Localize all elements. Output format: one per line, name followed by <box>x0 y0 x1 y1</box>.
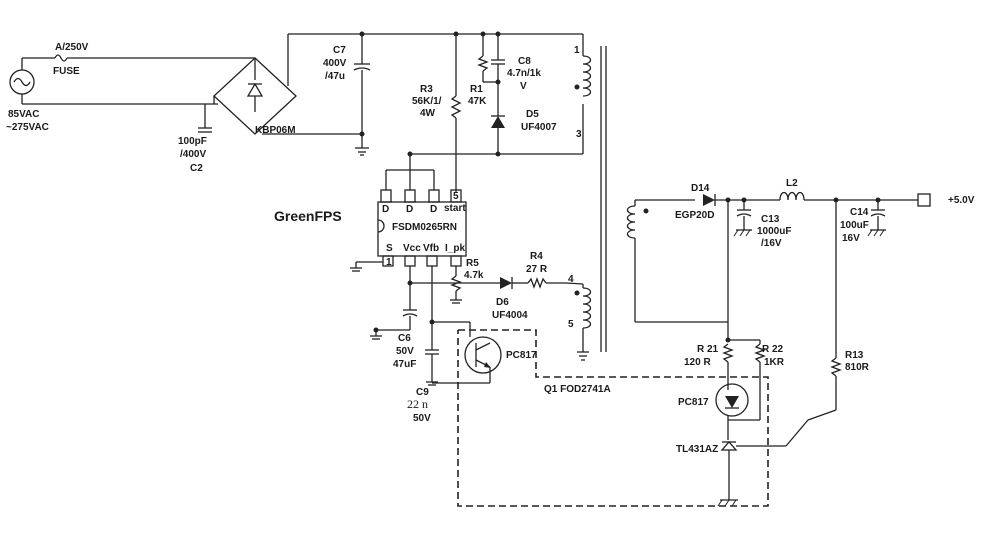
ic-pin-d3-label: D <box>430 204 437 215</box>
d6-part-label: UF4004 <box>492 310 528 321</box>
c13-name-label: C13 <box>761 214 780 225</box>
c9-voltage-label: 50V <box>413 413 431 424</box>
transformer-pin-5: 5 <box>568 319 574 330</box>
opto-isolation-boundary <box>457 329 769 507</box>
c6-name-label: C6 <box>398 333 411 344</box>
pc817-primary-label: PC817 <box>506 350 537 361</box>
r1-name-label: R1 <box>470 84 483 95</box>
resistor-r3 <box>450 34 462 192</box>
capacitor-c13 <box>733 200 752 237</box>
ic-body <box>377 201 467 257</box>
pc817-secondary-label: PC817 <box>678 397 709 408</box>
r3-value-label: 56K/1/ <box>412 96 442 107</box>
c7-name-label: C7 <box>333 45 346 56</box>
diode-d6-r4 <box>500 277 584 289</box>
capacitor-c7 <box>353 34 371 156</box>
d14-part-label: EGP20D <box>675 210 714 221</box>
hv-rail <box>359 31 584 56</box>
r3-name-label: R3 <box>420 84 433 95</box>
ic-pin-start-label: start <box>444 203 466 214</box>
r4-name-label: R4 <box>530 251 543 262</box>
r22-value-label: 1KR <box>764 357 785 368</box>
bridge-label: KBP06M <box>255 125 296 136</box>
c14-voltage-label: 16V <box>842 233 860 244</box>
inductor-l2 <box>779 191 918 203</box>
l2-label: L2 <box>786 178 798 189</box>
greenfps-label: GreenFPS <box>274 208 342 224</box>
resistor-r5 <box>450 266 462 304</box>
fuse-rating-label: A/250V <box>55 42 89 53</box>
c2-rating-label: /400V <box>180 149 206 160</box>
optocoupler-transistor <box>432 322 502 384</box>
vfb-network <box>425 266 470 386</box>
output-voltage-label: +5.0V <box>948 195 975 206</box>
fuse <box>54 54 240 105</box>
c8-name-label: C8 <box>518 56 531 67</box>
transformer-core <box>600 46 607 352</box>
c13-voltage-label: /16V <box>761 238 782 249</box>
r13-value-label: 810R <box>845 362 870 373</box>
transformer-aux <box>574 284 592 361</box>
d6-name-label: D6 <box>496 297 509 308</box>
q1-label: Q1 FOD2741A <box>544 384 611 395</box>
d5-part-label: UF4007 <box>521 122 557 133</box>
c6-value-label: 47uF <box>393 359 416 370</box>
transformer-secondary <box>626 199 728 323</box>
fuse-label: FUSE <box>53 66 80 77</box>
r13-name-label: R13 <box>845 350 864 361</box>
c8-value-label: 4.7n/1k <box>507 68 541 79</box>
snubber-r1-c8 <box>477 34 505 116</box>
ic-pin-d1-label: D <box>382 204 389 215</box>
r5-value-label: 4.7k <box>464 270 484 281</box>
transformer-pin-3: 3 <box>576 129 582 140</box>
r5-name-label: R5 <box>466 258 479 269</box>
transformer-pin-4: 4 <box>568 274 574 285</box>
capacitor-c14 <box>867 200 886 237</box>
diode-d14 <box>703 194 780 206</box>
r1-value-label: 47K <box>468 96 487 107</box>
drain-node <box>385 104 584 190</box>
ic-pin-s-label: S <box>386 243 393 254</box>
r3-power-label: 4W <box>420 108 436 119</box>
c2-value-label: 100pF <box>178 136 207 147</box>
ic-pin-d2-label: D <box>406 204 413 215</box>
ac-source <box>9 57 195 105</box>
diode-d5 <box>491 115 505 157</box>
r21-value-label: 120 R <box>684 357 711 368</box>
ic-source-ground <box>350 261 383 272</box>
c14-value-label: 100uF <box>840 220 869 231</box>
c13-value-label: 1000uF <box>757 226 791 237</box>
d5-name-label: D5 <box>526 109 539 120</box>
c14-name-label: C14 <box>850 207 869 218</box>
c9-value-label: 22 n <box>407 397 428 411</box>
c2-name-label: C2 <box>190 163 203 174</box>
r4-value-label: 27 R <box>526 264 548 275</box>
vcc-network <box>370 266 500 340</box>
ic-pin1-number: 1 <box>386 257 392 268</box>
c7-voltage-label: 400V <box>323 58 347 69</box>
ic-pin5-number: 5 <box>453 191 459 202</box>
feedback-network <box>715 200 842 507</box>
c7-value-label: /47u <box>325 71 345 82</box>
c8-voltage-label: V <box>520 81 527 92</box>
r22-name-label: R 22 <box>762 344 784 355</box>
ic-part-label: FSDM0265RN <box>392 222 457 233</box>
r21-name-label: R 21 <box>697 344 719 355</box>
ic-pin-vcc-label: Vcc <box>403 243 421 254</box>
transformer-pin-1: 1 <box>574 45 580 56</box>
capacitor-c2 <box>198 104 212 133</box>
ic-pin-vfb-label: Vfb <box>423 243 439 254</box>
ac-input-label-2: ~275VAC <box>6 122 49 133</box>
ac-input-label-1: 85VAC <box>8 109 40 120</box>
bridge-rectifier <box>213 33 362 135</box>
d14-name-label: D14 <box>691 183 710 194</box>
transformer-primary <box>574 55 592 97</box>
ic-pin-ipk-label: I_pk <box>445 243 465 254</box>
c6-voltage-label: 50V <box>396 346 414 357</box>
c9-name-label: C9 <box>416 387 429 398</box>
output-terminal <box>917 193 931 207</box>
tl431-label: TL431AZ <box>676 444 718 455</box>
